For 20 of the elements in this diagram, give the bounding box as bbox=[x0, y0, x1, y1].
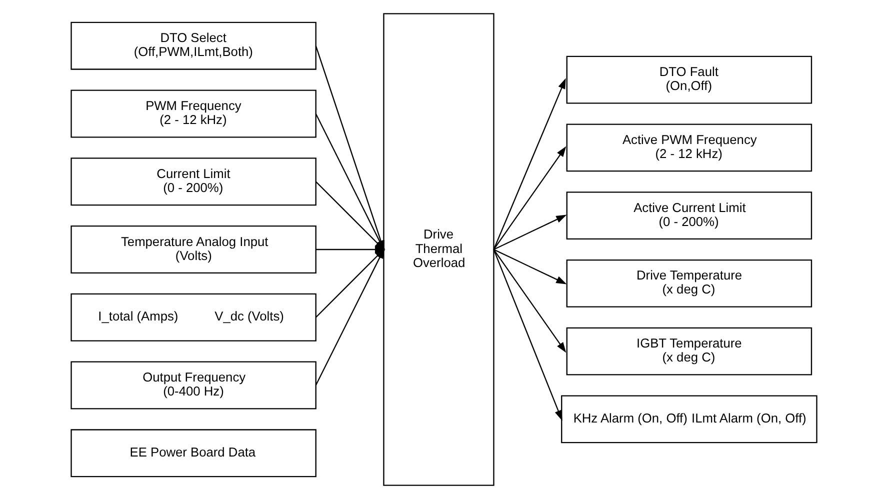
arrow bbox=[493, 78, 566, 250]
arrow bbox=[493, 214, 567, 250]
node-box: IGBT Temperature (x deg C) bbox=[566, 326, 812, 375]
node-box: DTO Select (Off,PWM,ILmt,Both) bbox=[70, 21, 316, 70]
arrow bbox=[493, 248, 567, 284]
arrow bbox=[493, 248, 566, 352]
node-box: Output Frequency (0-400 Hz) bbox=[70, 360, 316, 409]
node-box: PWM Frequency (2 - 12 kHz) bbox=[70, 89, 316, 138]
arrow bbox=[493, 146, 566, 250]
node-box: Drive Temperature (x deg C) bbox=[566, 258, 812, 307]
node-box: Active PWM Frequency (2 - 12 kHz) bbox=[566, 123, 812, 172]
node-box: Active Current Limit (0 - 200%) bbox=[566, 191, 812, 240]
node-box: EE Power Board Data bbox=[70, 428, 316, 477]
node-box: Temperature Analog Input (Volts) bbox=[70, 225, 316, 273]
node-box: KHz Alarm (On, Off) ILmt Alarm (On, Off) bbox=[561, 394, 818, 443]
node-box: I_total (Amps) V_dc (Volts) bbox=[70, 292, 316, 341]
node-box: Current Limit (0 - 200%) bbox=[70, 157, 316, 206]
node-box: DTO Fault (On,Off) bbox=[566, 55, 812, 104]
arrow bbox=[493, 248, 562, 420]
node-box: Drive Thermal Overload bbox=[383, 12, 494, 486]
